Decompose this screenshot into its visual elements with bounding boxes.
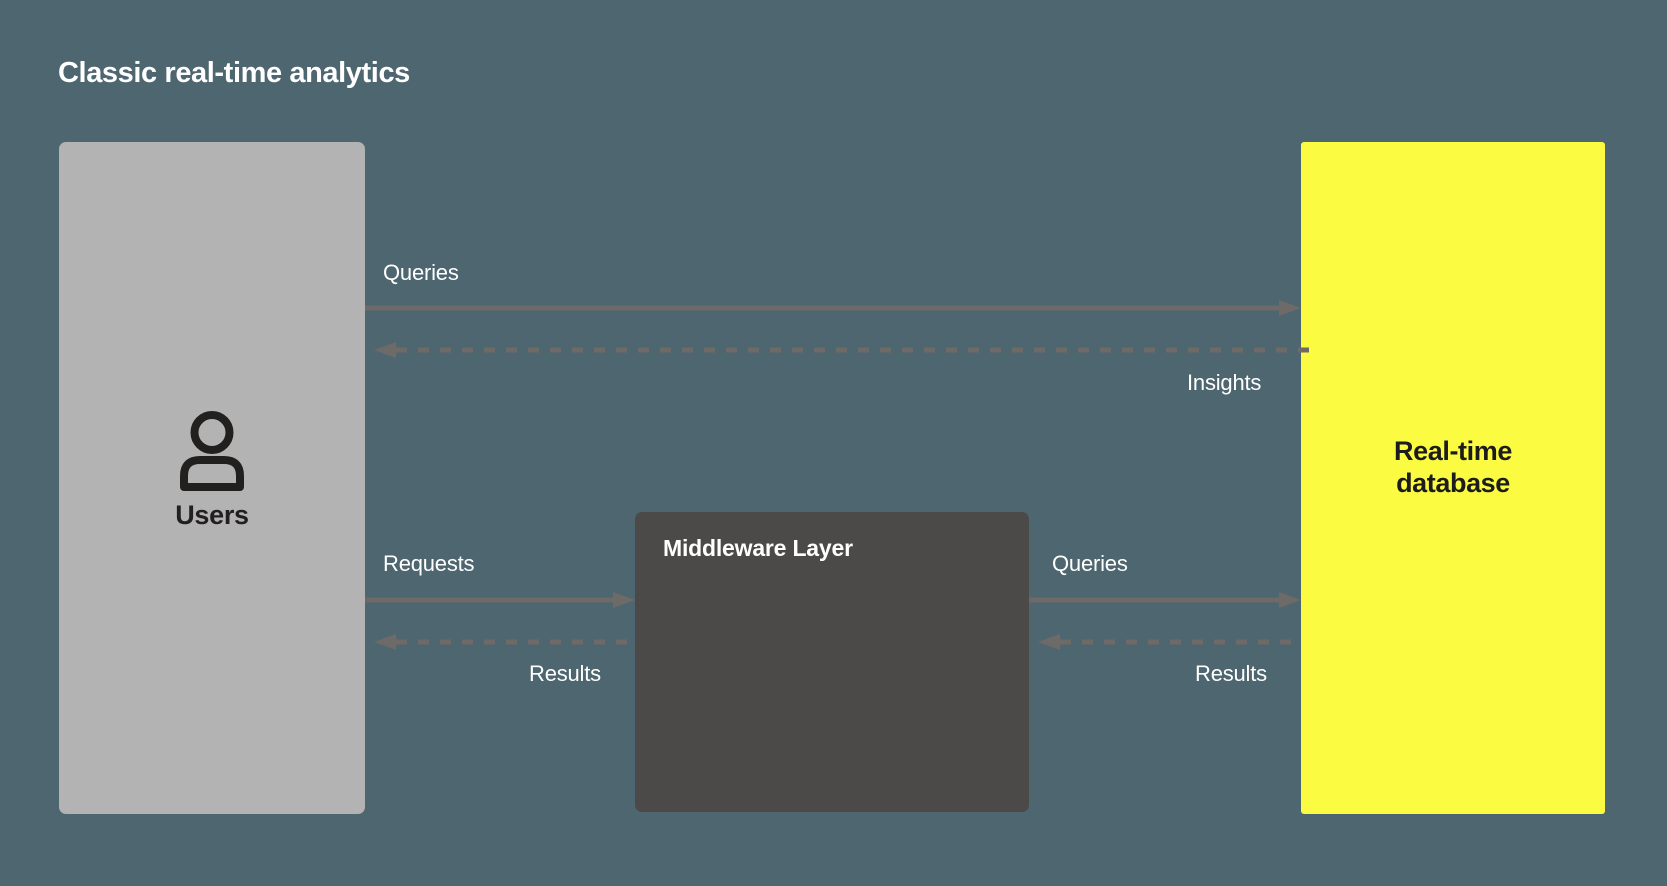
edge-label-middleware-to-users-results: Results bbox=[529, 661, 601, 686]
node-middleware-label: Middleware Layer bbox=[663, 535, 853, 561]
page-title: Classic real-time analytics bbox=[58, 57, 410, 89]
edge-label-middleware-to-database-queries: Queries bbox=[1052, 551, 1128, 576]
users-content: Users bbox=[59, 410, 365, 531]
node-middleware[interactable]: Middleware Layer bbox=[635, 512, 1029, 812]
node-users[interactable]: Users bbox=[59, 142, 365, 814]
edge-database-to-middleware-results bbox=[1038, 634, 1301, 650]
edge-users-to-database-queries bbox=[365, 300, 1301, 316]
edge-label-database-to-middleware-results: Results bbox=[1195, 661, 1267, 686]
node-database-label: Real-time database bbox=[1301, 436, 1605, 500]
edge-database-to-users-insights bbox=[374, 342, 1310, 358]
node-database-label-line2: database bbox=[1396, 467, 1510, 498]
edge-label-users-to-middleware-requests: Requests bbox=[383, 551, 475, 576]
user-icon bbox=[176, 410, 248, 492]
node-database-label-line1: Real-time bbox=[1394, 436, 1512, 466]
edge-middleware-to-database-queries bbox=[1029, 592, 1301, 608]
edge-users-to-middleware-requests bbox=[365, 592, 635, 608]
edge-label-database-to-users-insights: Insights bbox=[1187, 370, 1262, 395]
edge-middleware-to-users-results bbox=[374, 634, 635, 650]
node-users-label: Users bbox=[175, 500, 249, 530]
node-database[interactable]: Real-time database bbox=[1301, 142, 1605, 814]
edge-label-users-to-database-queries: Queries bbox=[383, 260, 459, 285]
